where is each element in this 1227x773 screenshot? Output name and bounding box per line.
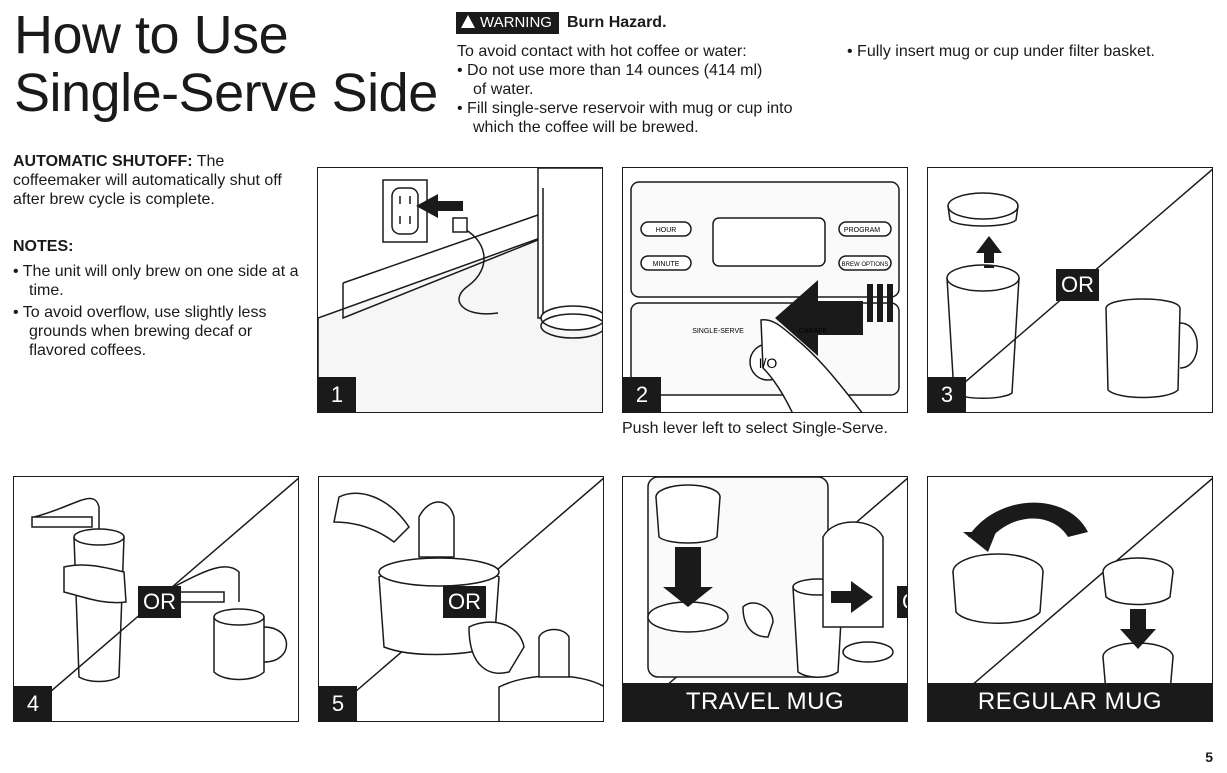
step-2-caption: Push lever left to select Single-Serve. xyxy=(622,420,902,438)
notes-heading: NOTES: xyxy=(13,238,73,256)
warning-heading: Burn Hazard. xyxy=(567,14,667,31)
step-number: 3 xyxy=(928,377,966,412)
note-item: To avoid overflow, use slightly less gro… xyxy=(13,303,303,360)
step-5-panel: OR 5 xyxy=(318,476,604,722)
travel-mug-panel: OR TRAVEL MUG xyxy=(622,476,908,722)
step-3-panel: OR 3 xyxy=(927,167,1213,413)
or-badge: OR xyxy=(1056,269,1099,301)
regular-mug-banner: REGULAR MUG xyxy=(928,683,1212,721)
warning-body: To avoid contact with hot coffee or wate… xyxy=(457,42,837,137)
warning-badge-label: WARNING xyxy=(480,14,552,31)
warning-list: Do not use more than 14 ounces (414 ml) … xyxy=(457,61,837,137)
warning-right: Fully insert mug or cup under filter bas… xyxy=(847,42,1177,61)
travel-mug-banner: TRAVEL MUG xyxy=(623,683,907,721)
step-number: 2 xyxy=(623,377,661,412)
or-badge: OR xyxy=(443,586,486,618)
note-item: The unit will only brew on one side at a… xyxy=(13,262,303,300)
step-number: 4 xyxy=(14,686,52,721)
warning-right-list: Fully insert mug or cup under filter bas… xyxy=(847,42,1177,61)
or-badge: OR xyxy=(138,586,181,618)
warning-item: Fully insert mug or cup under filter bas… xyxy=(847,42,1173,61)
warning-triangle-icon xyxy=(461,15,475,28)
control-panel-illustration: HOUR MINUTE PROGRAM BREW OPTIONS SINGLE-… xyxy=(623,168,908,413)
shutoff-note: AUTOMATIC SHUTOFF: The coffeemaker will … xyxy=(13,152,298,209)
step-number: 5 xyxy=(319,686,357,721)
or-badge: OR xyxy=(897,586,908,618)
notes-list: The unit will only brew on one side at a… xyxy=(13,262,303,363)
title-line-1: How to Use xyxy=(14,5,288,65)
program-button-label: PROGRAM xyxy=(844,227,880,234)
brew-options-button-label: BREW OPTIONS xyxy=(842,262,889,268)
single-serve-label: SINGLE-SERVE xyxy=(692,328,744,335)
regular-mug-panel: REGULAR MUG xyxy=(927,476,1213,722)
carafe-label: CARAFE xyxy=(799,328,828,335)
warning-header: WARNING Burn Hazard. xyxy=(456,12,667,34)
warning-item: Do not use more than 14 ounces (414 ml) … xyxy=(457,61,773,99)
page-title: How to Use Single-Serve Side xyxy=(14,6,438,122)
warning-intro: To avoid contact with hot coffee or wate… xyxy=(457,42,837,61)
warning-item: Fill single-serve reservoir with mug or … xyxy=(457,99,837,137)
step-number: 1 xyxy=(318,377,356,412)
power-button-label: I/O xyxy=(759,355,778,371)
hour-button-label: HOUR xyxy=(656,227,677,234)
page-number: 5 xyxy=(1205,749,1213,765)
step-1-panel: 1 xyxy=(317,167,603,413)
plug-in-illustration xyxy=(318,168,603,413)
step-2-panel: HOUR MINUTE PROGRAM BREW OPTIONS SINGLE-… xyxy=(622,167,908,413)
warning-badge: WARNING xyxy=(456,12,559,34)
step-4-panel: OR 4 xyxy=(13,476,299,722)
title-line-2: Single-Serve Side xyxy=(14,63,438,123)
shutoff-label: AUTOMATIC SHUTOFF: xyxy=(13,153,193,170)
minute-button-label: MINUTE xyxy=(653,261,680,268)
